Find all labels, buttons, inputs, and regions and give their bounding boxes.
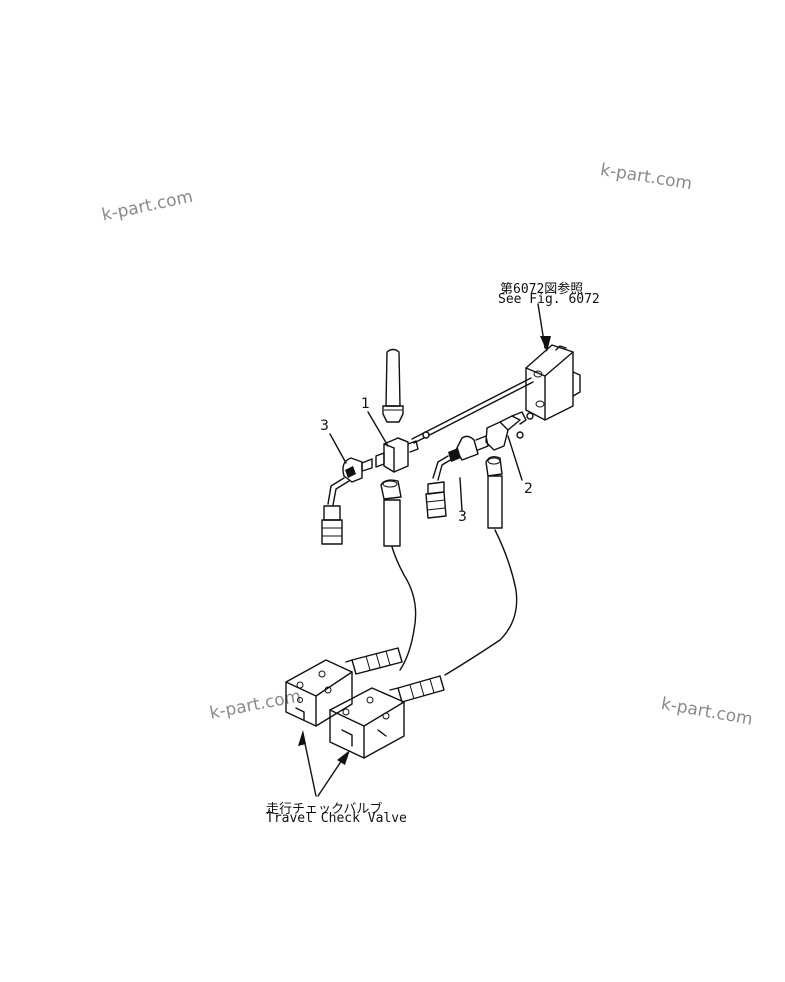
see-fig-note-en: See Fig. 6072 <box>498 292 600 307</box>
upper-hose <box>382 348 404 423</box>
part-number-leaders <box>329 411 463 512</box>
right-hose <box>444 455 518 676</box>
tee-fitting <box>375 431 430 473</box>
hose-end-right <box>389 675 445 703</box>
check-valve-leader-arrows <box>298 730 350 797</box>
pilot-tube <box>411 377 534 444</box>
see-fig-note-jp: 第6072図参照 <box>500 282 584 297</box>
control-valve-block <box>525 344 581 421</box>
quick-coupler-left <box>321 457 373 545</box>
part-number-2: 2 <box>524 481 533 497</box>
part-number-3-right: 3 <box>458 509 467 525</box>
part-number-1: 1 <box>361 396 370 412</box>
travel-check-valve-label-en: Travel Check Valve <box>266 811 407 826</box>
hose-end-left <box>345 647 403 675</box>
quick-coupler-right <box>425 435 489 519</box>
part-number-3-left: 3 <box>320 418 329 434</box>
reference-leader-arrow <box>537 303 551 352</box>
elbow-fitting <box>485 411 534 481</box>
center-lower-hose <box>380 479 417 671</box>
travel-check-valve-block-right <box>329 687 405 759</box>
travel-check-valve-label-jp: 走行チェックバルブ <box>266 802 383 817</box>
travel-check-valve-block-left <box>285 659 353 727</box>
